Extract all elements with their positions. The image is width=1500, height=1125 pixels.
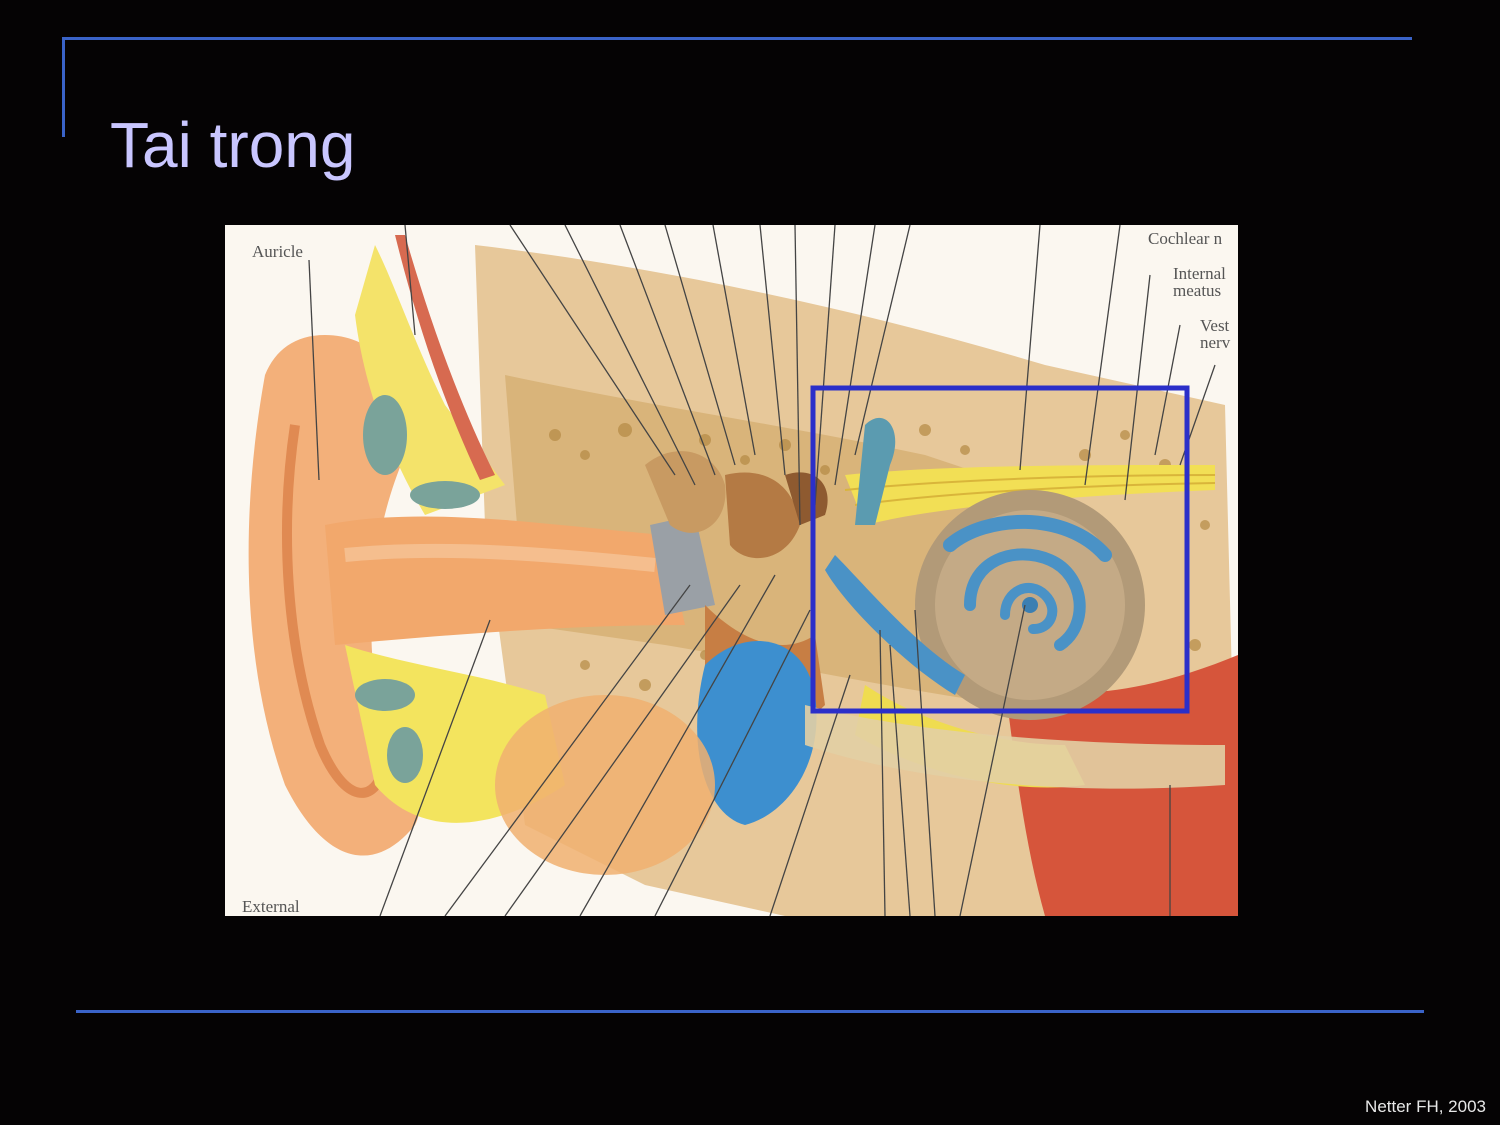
label-internal: Internal (1173, 264, 1226, 283)
label-nerve: nerv (1200, 333, 1231, 352)
label-external: External (242, 897, 300, 916)
source-credit: Netter FH, 2003 (1365, 1097, 1486, 1116)
label-meatus: meatus (1173, 281, 1221, 300)
ear-anatomy-figure: Auricle External Cochlear n Internal mea… (225, 225, 1238, 916)
top-rule (62, 37, 1412, 40)
left-rule (62, 37, 65, 137)
slide-title: Tai trong (110, 109, 356, 181)
ear-anatomy-illustration: Auricle External Cochlear n Internal mea… (225, 225, 1238, 916)
label-vestibular: Vest (1200, 316, 1230, 335)
tympanic-membrane (650, 515, 715, 615)
cochlea (825, 490, 1145, 720)
bottom-rule (76, 1010, 1424, 1013)
internal-jugular-vein (697, 641, 817, 825)
label-auricle: Auricle (252, 242, 303, 261)
inner-ear-highlight-box (810, 385, 1190, 714)
label-cochlear-nerve: Cochlear n (1148, 229, 1223, 248)
